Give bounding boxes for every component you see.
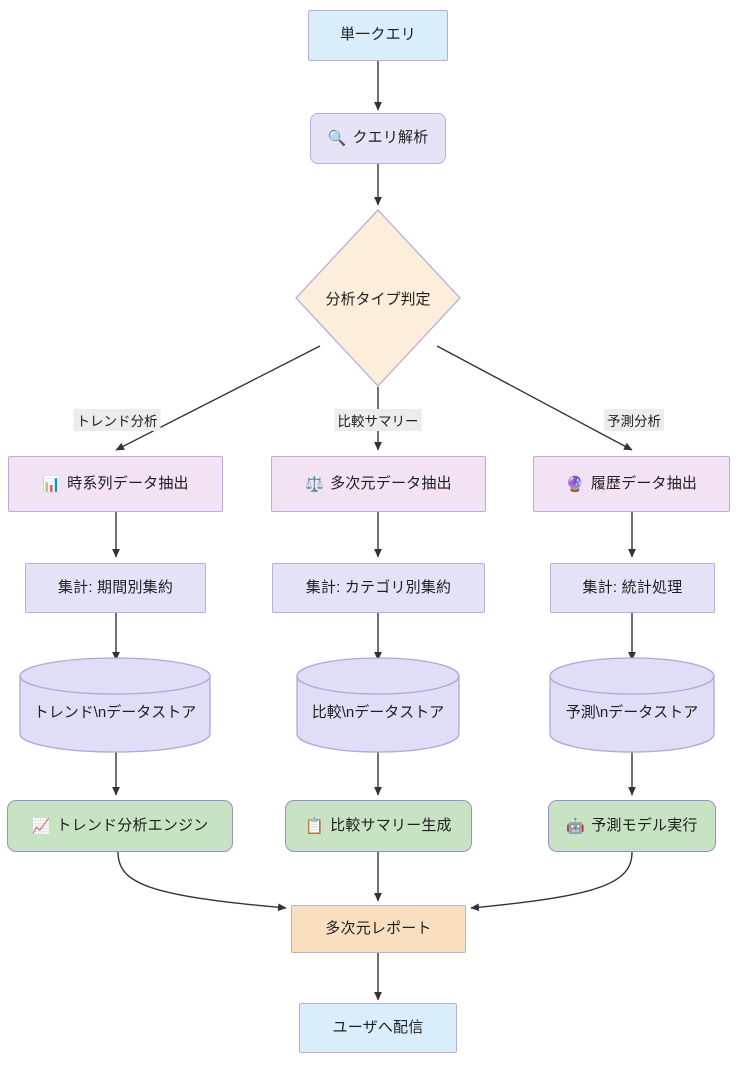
- node-engine-trend-label: トレンド分析エンジン: [56, 816, 209, 834]
- edge-label-branch-trend: トレンド分析: [73, 409, 161, 431]
- bar-chart-icon: 📊: [42, 474, 62, 493]
- cylinder-compare: [296, 657, 460, 753]
- edge-engine-trend-to-report: [117, 851, 287, 912]
- magnifier-icon: 🔍: [327, 129, 347, 148]
- clipboard-icon: 📋: [305, 816, 325, 835]
- cylinder-trend: [19, 657, 211, 753]
- scales-icon: ⚖️: [305, 474, 325, 493]
- edge-label-branch-forecast: 予測分析: [604, 409, 664, 431]
- edge-decision-to-extract-forecast: [436, 345, 633, 451]
- node-extract-compare[interactable]: ⚖️ 多次元データ抽出: [271, 456, 486, 512]
- node-agg-trend-label: 集計: 期間別集約: [57, 578, 174, 596]
- node-agg-compare[interactable]: 集計: カテゴリ別集約: [272, 563, 485, 613]
- node-extract-compare-label: 多次元データ抽出: [330, 474, 452, 492]
- node-deliver-label: ユーザへ配信: [332, 1018, 424, 1036]
- crystal-ball-icon: 🔮: [565, 474, 585, 493]
- robot-icon: 🤖: [566, 816, 586, 835]
- node-engine-trend[interactable]: 📈 トレンド分析エンジン: [7, 800, 233, 852]
- node-report[interactable]: 多次元レポート: [291, 905, 466, 953]
- node-start-label: 単一クエリ: [339, 26, 416, 44]
- node-engine-compare[interactable]: 📋 比較サマリー生成: [285, 800, 472, 852]
- node-agg-trend[interactable]: 集計: 期間別集約: [25, 563, 206, 613]
- edge-label-branch-compare: 比較サマリー: [334, 409, 422, 431]
- node-engine-compare-label: 比較サマリー生成: [330, 816, 452, 834]
- edge-engine-forecast-to-report: [470, 851, 633, 912]
- node-engine-forecast-label: 予測モデル実行: [591, 816, 698, 834]
- node-extract-trend[interactable]: 📊 時系列データ抽出: [8, 456, 223, 512]
- node-start[interactable]: 単一クエリ: [308, 10, 448, 61]
- node-deliver[interactable]: ユーザへ配信: [299, 1003, 457, 1053]
- node-report-label: 多次元レポート: [325, 919, 432, 937]
- node-extract-forecast-label: 履歴データ抽出: [590, 474, 698, 492]
- node-extract-forecast[interactable]: 🔮 履歴データ抽出: [533, 456, 730, 512]
- decision-diamond: [295, 209, 461, 387]
- node-query-parse-label: クエリ解析: [352, 129, 429, 147]
- edge-decision-to-extract-trend: [115, 345, 321, 451]
- chart-increasing-icon: 📈: [31, 816, 51, 835]
- cylinder-forecast: [549, 657, 715, 753]
- node-agg-compare-label: 集計: カテゴリ別集約: [305, 578, 452, 596]
- node-agg-forecast[interactable]: 集計: 統計処理: [550, 563, 715, 613]
- node-query-parse[interactable]: 🔍 クエリ解析: [310, 113, 446, 164]
- node-engine-forecast[interactable]: 🤖 予測モデル実行: [548, 800, 716, 852]
- node-extract-trend-label: 時系列データ抽出: [67, 474, 189, 492]
- node-agg-forecast-label: 集計: 統計処理: [582, 578, 683, 596]
